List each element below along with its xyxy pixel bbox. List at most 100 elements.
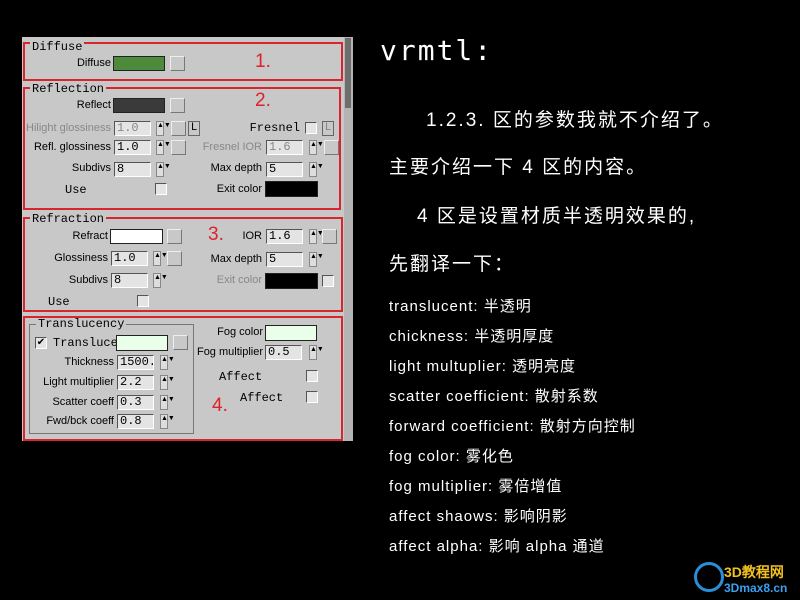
term-item: affect shaows: 影响阴影 (389, 508, 568, 525)
refl-glossiness-spinner[interactable]: ▲▼ (156, 140, 171, 155)
refl-max-depth-input[interactable]: 5 (266, 162, 303, 177)
note-line: 4 区是设置材质半透明效果的, (417, 206, 697, 227)
refr-max-depth-input[interactable]: 5 (266, 252, 303, 267)
refl-subdivs-input[interactable]: 8 (114, 162, 151, 177)
region-2-marker: 2. (255, 90, 271, 111)
region-3-marker: 3. (208, 224, 224, 245)
refr-glossiness-spinner[interactable]: ▲▼ (153, 251, 168, 266)
refr-max-depth-label: Max depth (210, 253, 262, 265)
refl-use-label: Use (65, 183, 87, 197)
refl-subdivs-label: Subdivs (71, 162, 111, 174)
fog-color-swatch[interactable] (265, 325, 317, 341)
region-4-marker: 4. (212, 395, 228, 416)
thickness-spinner[interactable]: ▲▼ (160, 355, 175, 370)
refract-label: Refract (72, 230, 108, 242)
region-1-marker: 1. (255, 51, 271, 72)
scrollbar-thumb[interactable] (345, 38, 351, 108)
diffuse-color-swatch[interactable] (113, 56, 165, 71)
refract-map-button[interactable] (167, 229, 182, 244)
fresnel-ior-map-button[interactable] (324, 140, 339, 155)
refl-exit-color-label: Exit color (216, 183, 262, 195)
term-item: light multuplier: 透明亮度 (389, 358, 577, 375)
light-multiplier-label: Light multiplier (43, 376, 114, 388)
term-item: chickness: 半透明厚度 (389, 328, 555, 345)
fwd-bck-coeff-input[interactable]: 0.8 (117, 414, 154, 429)
refr-glossiness-map-button[interactable] (167, 251, 182, 266)
watermark-url: 3Dmax8.cn (724, 581, 788, 595)
translucent-map-button[interactable] (173, 335, 188, 350)
refl-max-depth-spinner[interactable]: ▲▼ (309, 162, 324, 177)
fwd-bck-coeff-label: Fwd/bck coeff (46, 415, 114, 427)
translucent-label: Transluce (53, 336, 118, 350)
fresnel-lock-button[interactable]: L (322, 121, 334, 136)
refl-glossiness-input[interactable]: 1.0 (114, 140, 151, 155)
light-multiplier-spinner[interactable]: ▲▼ (160, 375, 175, 390)
refr-glossiness-input[interactable]: 1.0 (111, 251, 148, 266)
region-4-box (23, 316, 343, 441)
hilight-glossiness-spinner[interactable]: ▲▼ (156, 121, 171, 136)
fresnel-label: Fresnel (249, 121, 300, 135)
refr-max-depth-spinner[interactable]: ▲▼ (309, 252, 324, 267)
fresnel-ior-label: Fresnel IOR (202, 141, 262, 153)
ior-label: IOR (242, 230, 262, 242)
ior-map-button[interactable] (322, 229, 337, 244)
fresnel-ior-input[interactable]: 1.6 (266, 140, 303, 155)
refl-subdivs-spinner[interactable]: ▲▼ (156, 162, 171, 177)
light-multiplier-input[interactable]: 2.2 (117, 375, 154, 390)
note-line: 主要介绍一下 4 区的内容。 (389, 157, 648, 178)
refr-use-label: Use (48, 295, 70, 309)
reflect-label: Reflect (76, 99, 111, 111)
hilight-glossiness-input[interactable]: 1.0 (114, 121, 151, 136)
reflect-map-button[interactable] (170, 98, 185, 113)
refr-glossiness-label: Glossiness (54, 252, 108, 264)
fwd-bck-coeff-spinner[interactable]: ▲▼ (160, 414, 175, 429)
fog-multiplier-label: Fog multiplier (196, 346, 263, 358)
refr-exit-color-label: Exit color (216, 274, 262, 286)
note-line: 1.2.3. 区的参数我就不介绍了。 (426, 110, 724, 131)
diffuse-map-button[interactable] (170, 56, 185, 71)
scatter-coeff-label: Scatter coeff (52, 396, 114, 408)
ior-input[interactable]: 1.6 (266, 229, 303, 244)
term-item: affect alpha: 影响 alpha 通道 (389, 538, 605, 555)
term-item: forward coefficient: 散射方向控制 (389, 418, 636, 435)
region-3-box (23, 217, 343, 312)
refr-use-checkbox[interactable] (137, 295, 149, 307)
refl-exit-color-swatch[interactable] (265, 181, 318, 197)
scatter-coeff-input[interactable]: 0.3 (117, 395, 154, 410)
affect-alpha-label: Affect (240, 391, 284, 405)
refl-max-depth-label: Max depth (210, 162, 262, 174)
refl-glossiness-label: Refl. glossiness (33, 141, 111, 153)
affect-shadows-label: Affect (219, 370, 263, 384)
translucent-checkbox[interactable]: ✔ (35, 337, 47, 349)
hilight-map-button[interactable] (171, 121, 186, 136)
refl-glossiness-map-button[interactable] (171, 140, 186, 155)
translucent-color-swatch[interactable] (116, 335, 168, 351)
refract-color-swatch[interactable] (110, 229, 163, 244)
watermark-title: 3D教程网 (724, 564, 784, 580)
affect-shadows-checkbox[interactable] (306, 370, 318, 382)
refr-exit-color-swatch[interactable] (265, 273, 318, 289)
term-item: scatter coefficient: 散射系数 (389, 388, 599, 405)
refr-exit-color-checkbox[interactable] (322, 275, 334, 287)
diffuse-group-label: Diffuse (30, 40, 85, 54)
refraction-group-label: Refraction (30, 212, 107, 226)
refr-subdivs-spinner[interactable]: ▲▼ (153, 273, 168, 288)
fog-multiplier-input[interactable]: 0.5 (265, 345, 302, 360)
refr-subdivs-input[interactable]: 8 (111, 273, 148, 288)
diffuse-label: Diffuse (76, 57, 111, 69)
term-item: fog color: 雾化色 (389, 448, 514, 465)
refl-use-checkbox[interactable] (155, 183, 167, 195)
ior-spinner[interactable]: ▲▼ (309, 229, 324, 244)
reflection-group-label: Reflection (30, 82, 107, 96)
scatter-coeff-spinner[interactable]: ▲▼ (160, 395, 175, 410)
hilight-lock-button[interactable]: L (188, 121, 200, 136)
watermark-logo-icon (694, 562, 724, 592)
fresnel-ior-spinner[interactable]: ▲▼ (309, 140, 324, 155)
scrollbar[interactable] (344, 37, 353, 441)
fresnel-checkbox[interactable] (305, 122, 317, 134)
thickness-input[interactable]: 1500. (117, 355, 154, 370)
reflect-color-swatch[interactable] (113, 98, 165, 113)
term-item: translucent: 半透明 (389, 298, 532, 315)
affect-alpha-checkbox[interactable] (306, 391, 318, 403)
fog-multiplier-spinner[interactable]: ▲▼ (309, 345, 324, 360)
